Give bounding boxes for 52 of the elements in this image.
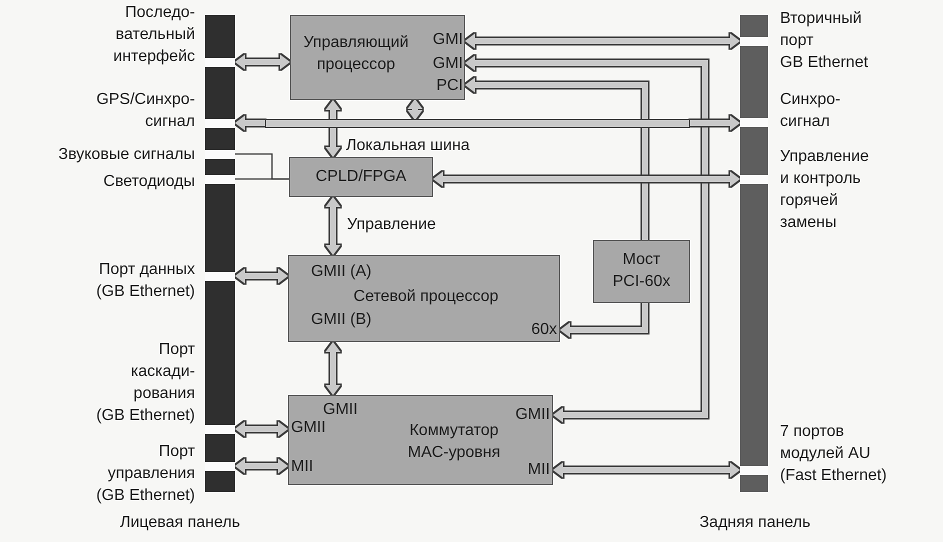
port-label: Светодиоды: [102, 172, 195, 192]
port-label: GPS/Синхро- сигнал: [95, 90, 195, 132]
double-arrow: [465, 34, 740, 48]
cpld-fpga-block: [289, 157, 433, 197]
port-label: Управление и контроль горячей замены: [780, 147, 870, 233]
interface-label: GMII: [323, 400, 359, 420]
double-arrow: [235, 54, 290, 70]
double-arrow: [235, 268, 288, 284]
interface-label: 60x: [530, 320, 557, 340]
double-arrow: [235, 458, 288, 474]
interface-label: GMII: [514, 405, 550, 425]
interface-label: GMII (B): [311, 310, 372, 330]
block-title: Коммутатор MAC-уровня: [406, 421, 502, 463]
panel-caption: Задняя панель: [698, 513, 812, 533]
interface-label: GMII: [291, 418, 327, 438]
double-arrow: [326, 100, 340, 157]
double-arrow: [326, 197, 340, 255]
panel-caption: Лицевая панель: [118, 513, 242, 533]
interface-label: GMI: [432, 30, 463, 50]
port-label: 7 портов модулей AU (Fast Ethernet): [780, 422, 888, 486]
connector-line: [235, 178, 289, 180]
double-arrow: [553, 462, 740, 478]
network-processor-block: [288, 255, 560, 342]
block-title: CPLD/FPGA: [314, 167, 408, 187]
port-label: Последо- вательный интерфейс: [112, 3, 195, 67]
port-label: Порт каскади- рования (GB Ethernet): [95, 340, 195, 426]
interface-label: MII: [526, 460, 550, 480]
double-arrow: [326, 342, 340, 395]
double-arrow: [235, 422, 288, 436]
block-title: Сетевой процессор: [352, 287, 500, 307]
bus-label: Локальная шина: [346, 136, 471, 156]
port-label: Порт управления (GB Ethernet): [95, 442, 195, 506]
block-title: Мост PCI-60x: [612, 250, 672, 292]
arrow: [465, 78, 648, 240]
arrow: [235, 116, 265, 130]
port-label: Синхро- сигнал: [780, 90, 842, 132]
arrow: [560, 303, 648, 338]
block-title: Управляющий процессор: [302, 33, 410, 75]
interface-label: GMII (A): [311, 262, 372, 282]
arrow: [690, 116, 740, 130]
interface-label: GMI: [432, 54, 463, 74]
interface-label: MII: [291, 457, 314, 477]
double-arrow: [465, 56, 708, 422]
control-processor-block: [290, 15, 465, 100]
port-label: Вторичный порт GB Ethernet: [780, 9, 870, 73]
port-label: Порт данных (GB Ethernet): [95, 260, 195, 302]
bridge-block: [593, 240, 690, 303]
mac-switch-block: [288, 395, 553, 485]
double-arrow: [408, 99, 422, 120]
double-arrow: [433, 172, 740, 186]
port-label: Звуковые сигналы: [57, 145, 195, 165]
interface-label: PCI: [435, 76, 463, 96]
